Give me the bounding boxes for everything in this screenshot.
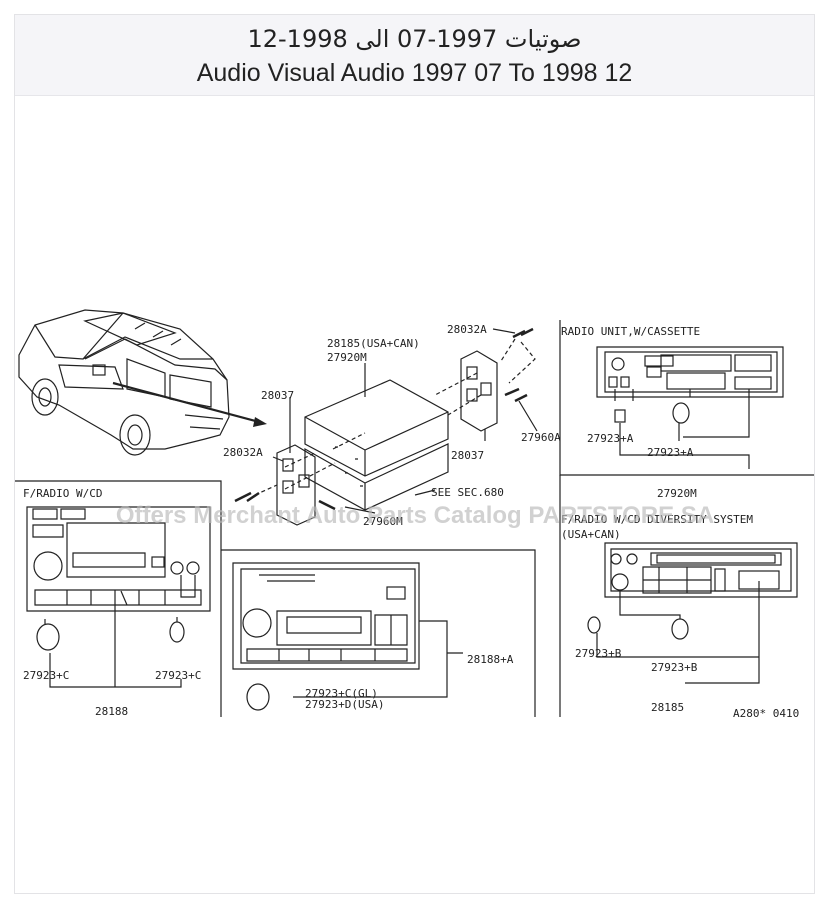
section-cassette — [559, 320, 814, 476]
vehicle-illustration — [18, 309, 230, 456]
radio-housing-exploded — [234, 327, 538, 526]
label-28188: 28188 — [95, 705, 128, 718]
parts-diagram-svg: 28032A 28185(USA+CAN) 27920M 28037 28037… — [15, 309, 814, 720]
section-title-diversity: F/RADIO W/CD DIVERSITY SYSTEM — [561, 513, 753, 526]
section-cd — [15, 480, 222, 717]
label-27923d-usa: 27923+D(USA) — [305, 698, 384, 711]
label-28037-right: 28037 — [451, 449, 484, 462]
label-28185-usa-can: 28185(USA+CAN) — [327, 337, 420, 350]
label-ref-code: A280* 0410 — [733, 707, 799, 720]
label-see-sec-680: SEE SEC.680 — [431, 486, 504, 499]
parts-diagram: 28032A 28185(USA+CAN) 27920M 28037 28037… — [15, 97, 814, 894]
catalog-frame: صوتيات 1997-07 الى 1998-12 Audio Visual … — [14, 14, 815, 894]
label-28185: 28185 — [651, 701, 684, 714]
label-27923b-right: 27923+B — [651, 661, 698, 674]
label-28032a-top: 28032A — [447, 323, 487, 336]
page-title-english: Audio Visual Audio 1997 07 To 1998 12 — [196, 59, 633, 87]
page-title-arabic: صوتيات 1997-07 الى 1998-12 — [247, 25, 582, 53]
location-arrow — [112, 381, 264, 425]
label-27960a: 27960A — [521, 431, 561, 444]
section-subtitle-diversity: (USA+CAN) — [561, 528, 621, 541]
label-28037-left: 28037 — [261, 389, 294, 402]
label-27923c-gl: 27923+C(GL) — [305, 687, 378, 700]
label-27923b-left: 27923+B — [575, 647, 622, 660]
label-27923a-right: 27923+A — [647, 446, 694, 459]
section-diversity — [559, 475, 798, 717]
label-27923a-left: 27923+A — [587, 432, 634, 445]
label-27923c-left: 27923+C — [23, 669, 69, 682]
section-cd-cassette — [221, 549, 536, 717]
label-27920m-cassette: 27920M — [657, 487, 697, 500]
section-title-cd: F/RADIO W/CD — [23, 487, 102, 500]
label-28188a: 28188+A — [467, 653, 514, 666]
watermark-text: Offers Merchant Auto Parts Catalog PARTS… — [116, 502, 714, 529]
label-27923c-right: 27923+C — [155, 669, 201, 682]
label-27960m: 27960M — [363, 515, 403, 528]
section-title-cassette: RADIO UNIT,W/CASSETTE — [561, 325, 700, 338]
page-header: صوتيات 1997-07 الى 1998-12 Audio Visual … — [15, 15, 814, 96]
label-27920m-main: 27920M — [327, 351, 367, 364]
label-28032a-left: 28032A — [223, 446, 263, 459]
